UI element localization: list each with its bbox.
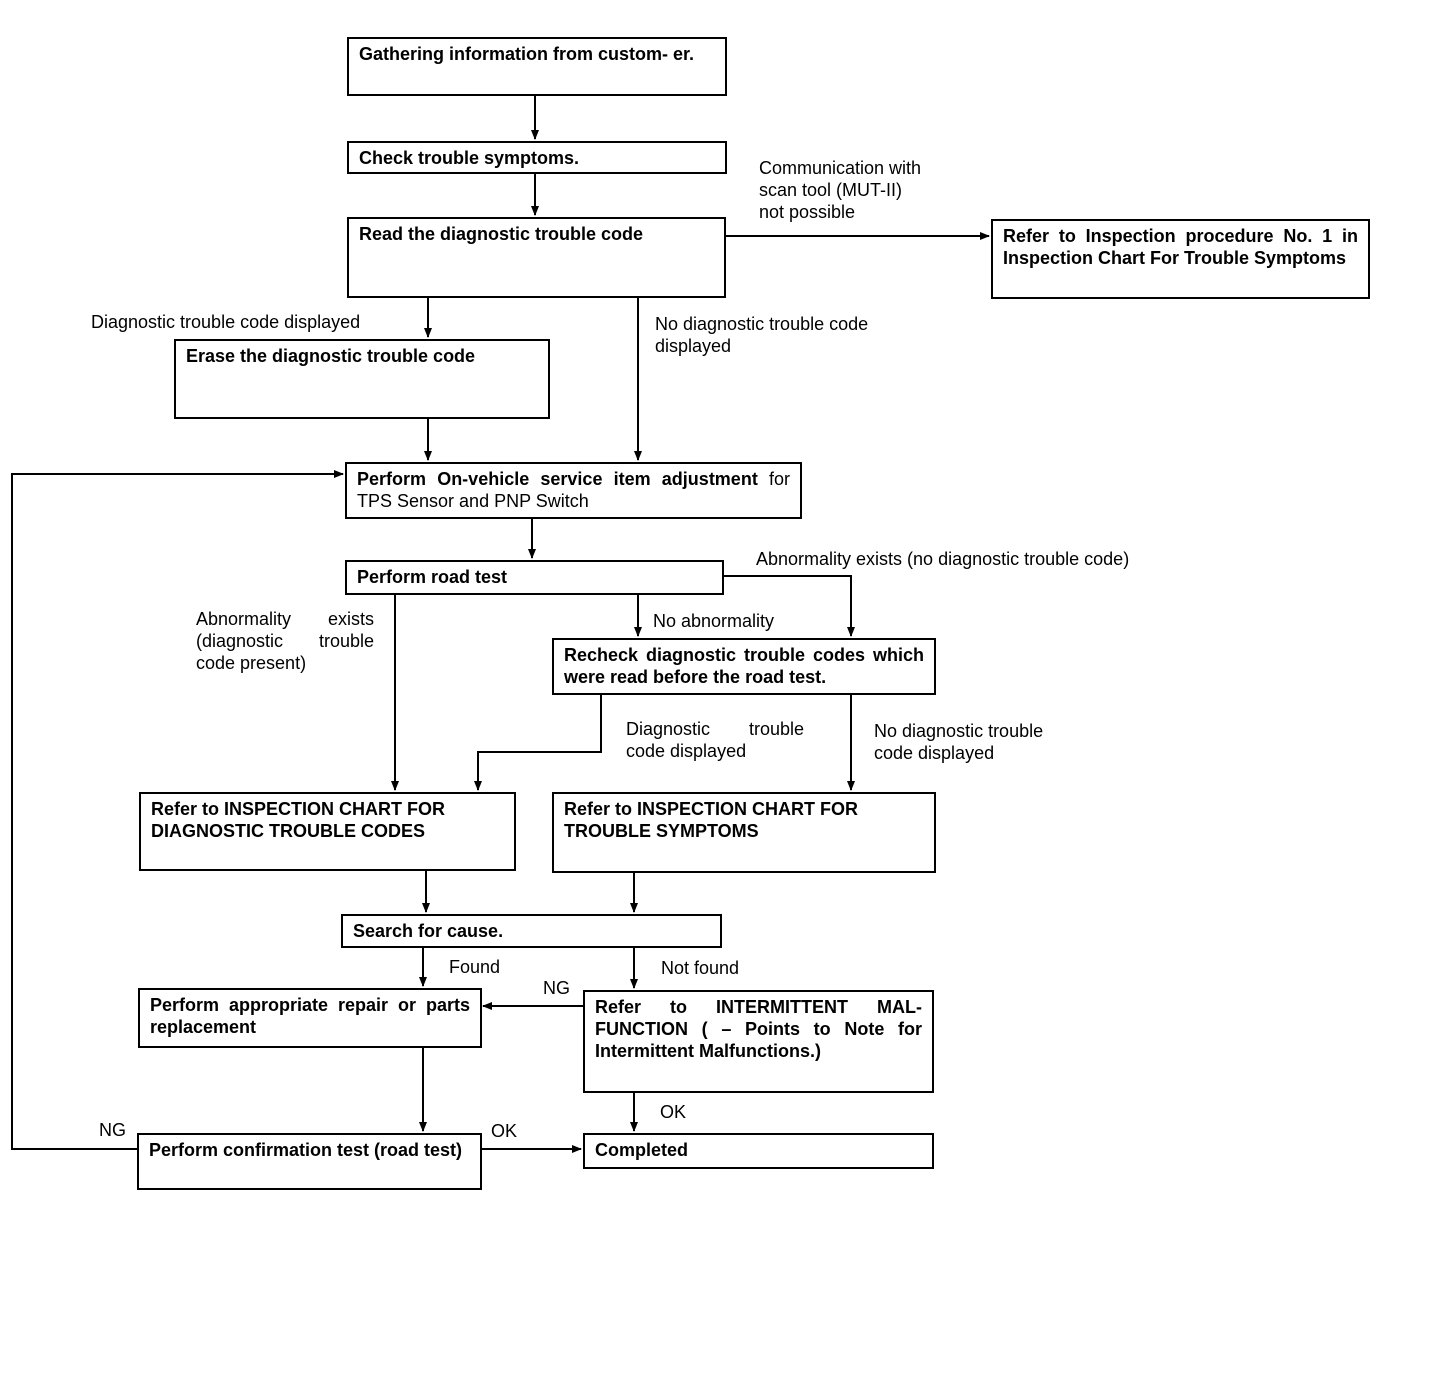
- arrow-roadtest-abnormal-no-dtc: [723, 575, 855, 637]
- label-dtc-displayed-recheck: Diagnostic trouble code displayed: [626, 719, 804, 761]
- label-abnormality-no-dtc: Abnormality exists (no diagnostic troubl…: [756, 549, 1130, 569]
- label-ok-intermittent: OK: [660, 1102, 687, 1122]
- box-confirmation-test: Perform confirmation test (road test): [137, 1133, 482, 1190]
- label-not-found: Not found: [661, 958, 740, 978]
- box-read-diagnostic-code: Read the diagnostic trouble code: [347, 217, 726, 298]
- box-confirmation-test-text: Perform confirmation test (road test): [149, 1140, 463, 1160]
- box-perform-road-test-text: Perform road test: [357, 567, 508, 587]
- label-no-abnormality: No abnormality: [653, 611, 775, 631]
- box-perform-adjustment-bold-text: Perform On-vehicle service item adjustme…: [357, 469, 758, 489]
- box-inspection-chart-dtc: Refer to INSPECTION CHART FOR DIAGNOSTIC…: [139, 792, 516, 871]
- box-perform-repair-text: Perform appropriate repair or parts repl…: [150, 995, 470, 1037]
- box-inspection-chart-symptoms: Refer to INSPECTION CHART FOR TROUBLE SY…: [552, 792, 936, 873]
- box-refer-inspection-procedure-no1: Refer to Inspection procedure No. 1 in I…: [991, 219, 1370, 299]
- box-perform-road-test: Perform road test: [345, 560, 724, 595]
- box-recheck-diagnostic-codes-text: Recheck diagnostic trouble codes which w…: [564, 645, 924, 687]
- label-ng-intermittent: NG: [543, 978, 570, 998]
- box-inspection-chart-symptoms-text: Refer to INSPECTION CHART FOR TROUBLE SY…: [564, 799, 859, 841]
- box-perform-repair: Perform appropriate repair or parts repl…: [138, 988, 482, 1048]
- box-gathering-information-text: Gathering information from custom- er.: [359, 44, 695, 64]
- box-inspection-chart-dtc-text: Refer to INSPECTION CHART FOR DIAGNOSTIC…: [151, 799, 446, 841]
- arrow-recheck-dtc-to-chart-dtc: [474, 694, 602, 791]
- label-ok-confirm: OK: [491, 1121, 518, 1141]
- box-perform-adjustment-normal-text: for TPS Sensor and PNP Switch: [357, 469, 790, 511]
- box-search-for-cause-text: Search for cause.: [353, 921, 504, 941]
- box-refer-inspection-procedure-no1-text: Refer to Inspection procedure No. 1 in I…: [1003, 226, 1358, 268]
- box-check-trouble-symptoms-text: Check trouble symptoms.: [359, 148, 580, 168]
- label-ng-confirm: NG: [99, 1120, 126, 1140]
- label-abnormality-dtc-present: Abnormality exists (diagnostic trouble c…: [196, 609, 374, 673]
- box-erase-diagnostic-code-text: Erase the diagnostic trouble code: [186, 346, 476, 366]
- box-erase-diagnostic-code: Erase the diagnostic trouble code: [174, 339, 550, 419]
- label-found: Found: [449, 957, 501, 977]
- box-search-for-cause: Search for cause.: [341, 914, 722, 948]
- box-intermittent-malfunction-text: Refer to INTERMITTENT MAL- FUNCTION ( – …: [595, 997, 922, 1061]
- box-perform-adjustment: Perform On-vehicle service item adjustme…: [345, 462, 802, 519]
- box-intermittent-malfunction: Refer to INTERMITTENT MAL- FUNCTION ( – …: [583, 990, 934, 1093]
- label-communication-not-possible: Communication with scan tool (MUT-II) no…: [759, 158, 922, 222]
- box-gathering-information: Gathering information from custom- er.: [347, 37, 727, 96]
- label-dtc-displayed: Diagnostic trouble code displayed: [91, 312, 361, 332]
- box-completed: Completed: [583, 1133, 934, 1169]
- box-check-trouble-symptoms: Check trouble symptoms.: [347, 141, 727, 174]
- box-completed-text: Completed: [595, 1140, 689, 1160]
- box-read-diagnostic-code-text: Read the diagnostic trouble code: [359, 224, 644, 244]
- box-recheck-diagnostic-codes: Recheck diagnostic trouble codes which w…: [552, 638, 936, 695]
- label-no-dtc-displayed-recheck: No diagnostic trouble code displayed: [874, 721, 1044, 763]
- label-no-dtc-displayed: No diagnostic trouble code displayed: [655, 314, 869, 356]
- arrow-confirm-ng-loop-to-adjust: [11, 470, 344, 1150]
